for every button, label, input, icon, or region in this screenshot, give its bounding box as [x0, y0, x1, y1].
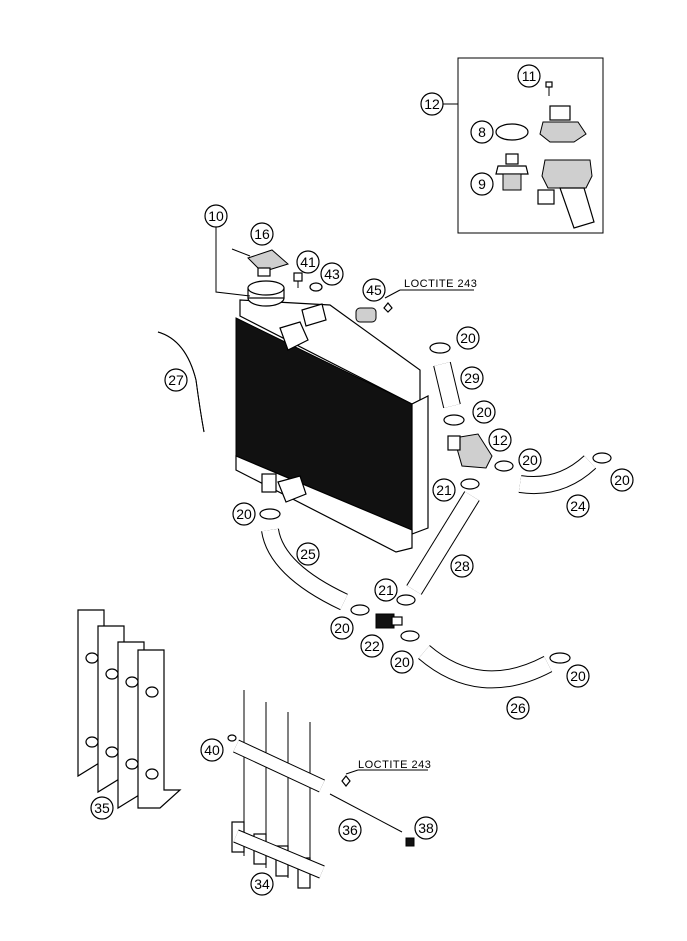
callout-35: 35 — [90, 796, 114, 820]
svg-text:12: 12 — [424, 96, 440, 112]
callout-40: 40 — [200, 738, 224, 762]
svg-text:16: 16 — [254, 226, 270, 242]
callout-24: 24 — [566, 494, 590, 518]
svg-text:20: 20 — [476, 404, 492, 420]
svg-text:41: 41 — [300, 254, 316, 270]
callout-20: 20 — [456, 326, 480, 350]
callout-21: 21 — [374, 578, 398, 602]
clamp-part — [396, 594, 416, 606]
svg-text:20: 20 — [614, 472, 630, 488]
callout-20: 20 — [390, 650, 414, 674]
callout-28: 28 — [450, 554, 474, 578]
clamp-part — [350, 604, 370, 616]
radiator — [235, 280, 429, 553]
svg-text:40: 40 — [204, 742, 220, 758]
clamp-part — [400, 630, 420, 642]
svg-text:45: 45 — [366, 282, 382, 298]
callout-12-inset: 12 — [420, 92, 444, 116]
svg-text:34: 34 — [254, 876, 270, 892]
callout-11: 11 — [517, 64, 541, 88]
svg-text:20: 20 — [460, 330, 476, 346]
svg-text:20: 20 — [236, 506, 252, 522]
guard-34-part — [231, 690, 325, 889]
guard-35-part — [77, 609, 182, 810]
svg-text:27: 27 — [168, 372, 184, 388]
svg-text:22: 22 — [364, 638, 380, 654]
callout-20: 20 — [232, 502, 256, 526]
callout-20: 20 — [330, 616, 354, 640]
callout-16: 16 — [250, 222, 274, 246]
washer-40-part — [227, 734, 237, 742]
callout-22: 22 — [360, 634, 384, 658]
radiator-cap-part — [231, 248, 290, 277]
thermostat-housing-assembled — [447, 433, 493, 469]
svg-text:25: 25 — [300, 546, 316, 562]
callout-26: 26 — [506, 696, 530, 720]
clamp-part — [460, 478, 480, 490]
callout-12: 12 — [488, 428, 512, 452]
callout-8: 8 — [470, 120, 494, 144]
clamp-part — [429, 342, 451, 354]
thermostat-part — [495, 153, 529, 191]
svg-text:12: 12 — [492, 432, 508, 448]
fitting-part — [375, 613, 403, 629]
svg-text:26: 26 — [510, 700, 526, 716]
clamp-part — [592, 452, 612, 464]
loctite-note-bottom: LOCTITE 243 — [358, 759, 431, 771]
clamp-part — [549, 652, 571, 664]
svg-text:43: 43 — [324, 266, 340, 282]
clamp-part — [494, 460, 514, 472]
callout-20: 20 — [518, 448, 542, 472]
clamp-part — [259, 508, 281, 520]
svg-text:9: 9 — [478, 176, 486, 192]
svg-text:20: 20 — [522, 452, 538, 468]
screw-38-part — [405, 837, 415, 847]
svg-text:36: 36 — [342, 822, 358, 838]
inset-frame — [457, 57, 604, 234]
callout-20: 20 — [566, 664, 590, 688]
svg-text:20: 20 — [394, 654, 410, 670]
loctite-note-top: LOCTITE 243 — [404, 278, 477, 290]
screw-41-part — [293, 272, 303, 288]
thermostat-inset — [441, 57, 604, 234]
svg-text:38: 38 — [418, 820, 434, 836]
callout-34: 34 — [250, 872, 274, 896]
callout-20: 20 — [610, 468, 634, 492]
svg-text:21: 21 — [436, 482, 452, 498]
svg-text:28: 28 — [454, 558, 470, 574]
rod-36-part — [329, 775, 403, 833]
callout-45: 45 — [362, 278, 386, 302]
screw-part — [545, 81, 553, 96]
callout-41: 41 — [296, 250, 320, 274]
svg-text:20: 20 — [570, 668, 586, 684]
callout-27: 27 — [164, 368, 188, 392]
o-ring-part — [495, 123, 529, 141]
clamp-part — [443, 414, 465, 426]
svg-text:8: 8 — [478, 124, 486, 140]
svg-text:21: 21 — [378, 582, 394, 598]
washer-43-part — [309, 282, 323, 292]
callout-29: 29 — [460, 366, 484, 390]
callout-25: 25 — [296, 542, 320, 566]
callout-36: 36 — [338, 818, 362, 842]
callout-21: 21 — [432, 478, 456, 502]
callout-20: 20 — [472, 400, 496, 424]
thermostat-cover-part — [539, 105, 587, 143]
svg-text:20: 20 — [334, 620, 350, 636]
svg-text:10: 10 — [208, 208, 224, 224]
callout-9: 9 — [470, 172, 494, 196]
svg-text:24: 24 — [570, 498, 586, 514]
svg-text:29: 29 — [464, 370, 480, 386]
svg-text:35: 35 — [94, 800, 110, 816]
callout-10: 10 — [204, 204, 228, 228]
svg-text:11: 11 — [522, 68, 537, 84]
rubber-mount-part — [355, 302, 393, 323]
thermostat-housing-part — [537, 159, 595, 229]
radiator-bottom-tank — [235, 455, 413, 553]
callout-43: 43 — [320, 262, 344, 286]
callout-38: 38 — [414, 816, 438, 840]
